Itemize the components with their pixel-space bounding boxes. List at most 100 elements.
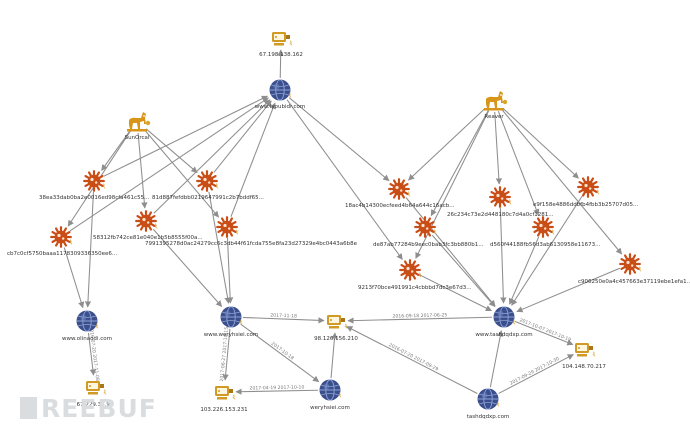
virus-icon bbox=[399, 259, 422, 281]
node-label: 18ac4b14300ecfeed4b64a644c16acb... bbox=[345, 203, 455, 209]
edge-h1-d1 bbox=[103, 95, 268, 177]
edge-date-label: 2017-06-27 2017-10-15 bbox=[219, 327, 230, 382]
edge-h3-d2 bbox=[63, 247, 85, 309]
edge-h2-d1 bbox=[213, 100, 272, 173]
edge-d4-ip5 bbox=[514, 320, 574, 346]
node-label: e9f158e4886ddbfb4fbb3b25707d05... bbox=[533, 202, 638, 208]
node-h12[interactable]: c906250e0a4c457663e37119ebe1efa1... bbox=[578, 253, 690, 285]
server-icon bbox=[327, 315, 348, 329]
node-h10[interactable]: d560f44188fb56d3ab6130958e11673... bbox=[490, 216, 601, 248]
node-label: c906250e0a4c457663e37119ebe1efa1... bbox=[578, 279, 690, 285]
edge-h11-d4 bbox=[511, 195, 583, 306]
node-h9[interactable]: 9213f70bce491991c4cbbbd7dc3e67d3... bbox=[358, 259, 472, 291]
node-h7[interactable]: 26c234c73e2d448180c7d4a0cf1281... bbox=[447, 186, 554, 218]
edge-h4-d1 bbox=[153, 99, 271, 214]
node-h8[interactable]: de87ab77284b9eec0bab3fc3bb880b1... bbox=[373, 216, 484, 248]
node-h2[interactable]: 81d887fefdbb0219647991c2b7bddf65... bbox=[152, 170, 264, 201]
edge-h12-d4 bbox=[516, 267, 621, 313]
node-d6[interactable]: tashdqdxp.com bbox=[467, 388, 510, 421]
edge-a2-h8 bbox=[430, 110, 489, 217]
edge-d5-ip4 bbox=[235, 388, 319, 395]
server-icon bbox=[86, 381, 107, 395]
node-ip1[interactable]: 67.198.138.162 bbox=[259, 32, 303, 58]
edge-d5-ip2 bbox=[330, 332, 338, 379]
globe-icon bbox=[319, 379, 342, 401]
node-d1[interactable]: www.fyoubidr.com bbox=[255, 79, 305, 111]
node-label: 103.226.153.231 bbox=[200, 407, 247, 413]
node-a2[interactable]: Reaver bbox=[484, 91, 508, 120]
virus-icon bbox=[619, 253, 642, 275]
node-h6[interactable]: 18ac4b14300ecfeed4b64a644c16acb... bbox=[345, 178, 455, 209]
node-d3[interactable]: www.weryhsiei.com bbox=[204, 306, 258, 339]
edges-layer bbox=[63, 49, 623, 395]
node-label: www.fyoubidr.com bbox=[255, 104, 305, 110]
edge-h5-d3 bbox=[226, 237, 234, 304]
node-label: 67.198.138.162 bbox=[259, 52, 303, 58]
virus-icon bbox=[50, 226, 73, 248]
node-ip2[interactable]: 98.126.156.210 bbox=[314, 315, 358, 342]
node-ip4[interactable]: 103.226.153.231 bbox=[200, 386, 248, 413]
edge-d6-d4 bbox=[489, 330, 504, 388]
edge-a2-h10 bbox=[497, 111, 540, 216]
edge-d6-ip2 bbox=[346, 326, 478, 394]
watermark-logo: REEBUF bbox=[20, 394, 157, 423]
virus-icon bbox=[414, 216, 437, 238]
edge-h10-d4 bbox=[508, 236, 540, 305]
node-ip3[interactable]: 67.229.34.90 bbox=[77, 381, 114, 408]
globe-icon bbox=[493, 306, 516, 328]
node-ip5[interactable]: 104.148.70.217 bbox=[562, 343, 606, 370]
node-d4[interactable]: www.tashdqdxp.com bbox=[475, 306, 533, 339]
virus-icon bbox=[577, 176, 600, 198]
node-label: 7991395278d0ac24279cc6c3db44f61fcda755e8… bbox=[145, 241, 358, 247]
node-label: www.weryhsiei.com bbox=[204, 332, 258, 338]
node-h5[interactable]: 7991395278d0ac24279cc6c3db44f61fcda755e8… bbox=[145, 216, 358, 247]
node-label: www.tashdqdxp.com bbox=[475, 332, 532, 338]
server-icon bbox=[215, 386, 236, 400]
horse-icon bbox=[484, 91, 508, 111]
edge-h6-d4 bbox=[405, 197, 496, 307]
node-label: www.olinaodi.com bbox=[62, 336, 112, 342]
edge-a1-h5 bbox=[144, 129, 219, 218]
edge-a1-h1 bbox=[101, 130, 131, 171]
globe-icon bbox=[220, 306, 243, 328]
virus-icon bbox=[388, 178, 411, 200]
node-label: cb7c0cf5750baaa1178309336350ee6... bbox=[7, 251, 117, 257]
edge-d2-ip3 bbox=[87, 332, 97, 376]
node-label: 67.229.34.90 bbox=[77, 402, 114, 408]
virus-icon bbox=[216, 216, 239, 238]
horse-icon bbox=[127, 112, 151, 132]
edge-date-label: 2016-09-18 2017-06-25 bbox=[392, 312, 447, 319]
node-label: 26c234c73e2d448180c7d4a0cf1281... bbox=[447, 212, 554, 218]
edge-date-label: 2017-10-07 2017-10-19 bbox=[519, 317, 572, 343]
edge-d1-ip1 bbox=[277, 49, 284, 79]
node-d5[interactable]: weryhsiei.com bbox=[310, 379, 350, 412]
node-h11[interactable]: e9f158e4886ddbfb4fbb3b25707d05... bbox=[533, 176, 638, 208]
edge-date-label: 2017-11-18 bbox=[270, 312, 297, 319]
node-label: 104.148.70.217 bbox=[562, 364, 606, 370]
edge-h5-d1 bbox=[230, 102, 276, 217]
node-h4[interactable]: 58312fb742ce81e040e1b5b8555f00a... bbox=[93, 210, 203, 241]
node-label: Reaver bbox=[484, 114, 504, 120]
virus-icon bbox=[135, 210, 158, 232]
edge-date-label: 2017-09-29 2017-10-30 bbox=[509, 356, 560, 387]
node-label: tashdqdxp.com bbox=[467, 414, 510, 420]
globe-icon bbox=[76, 310, 99, 332]
edge-d1-h6 bbox=[288, 97, 390, 182]
node-a1[interactable]: SunOrcal bbox=[125, 112, 151, 141]
node-d2[interactable]: www.olinaodi.com bbox=[62, 310, 112, 343]
node-h3[interactable]: cb7c0cf5750baaa1178309336350ee6... bbox=[7, 226, 117, 257]
node-h1[interactable]: 38ea33dab0ba2e0016ed98cfa461c55... bbox=[39, 170, 150, 201]
node-label: weryhsiei.com bbox=[310, 405, 350, 411]
globe-icon bbox=[269, 79, 292, 101]
edge-d1-h9 bbox=[286, 99, 403, 260]
edge-a2-h7 bbox=[494, 111, 502, 185]
edge-a2-h12 bbox=[501, 108, 623, 255]
node-label: de87ab77284b9eec0bab3fc3bb880b1... bbox=[373, 242, 484, 248]
edge-date-label: 2016-07-20 2017-11-08 bbox=[88, 326, 101, 381]
edge-h4-d3 bbox=[152, 228, 223, 307]
edge-h8-d4 bbox=[431, 234, 496, 307]
edge-h7-d4 bbox=[499, 207, 507, 304]
